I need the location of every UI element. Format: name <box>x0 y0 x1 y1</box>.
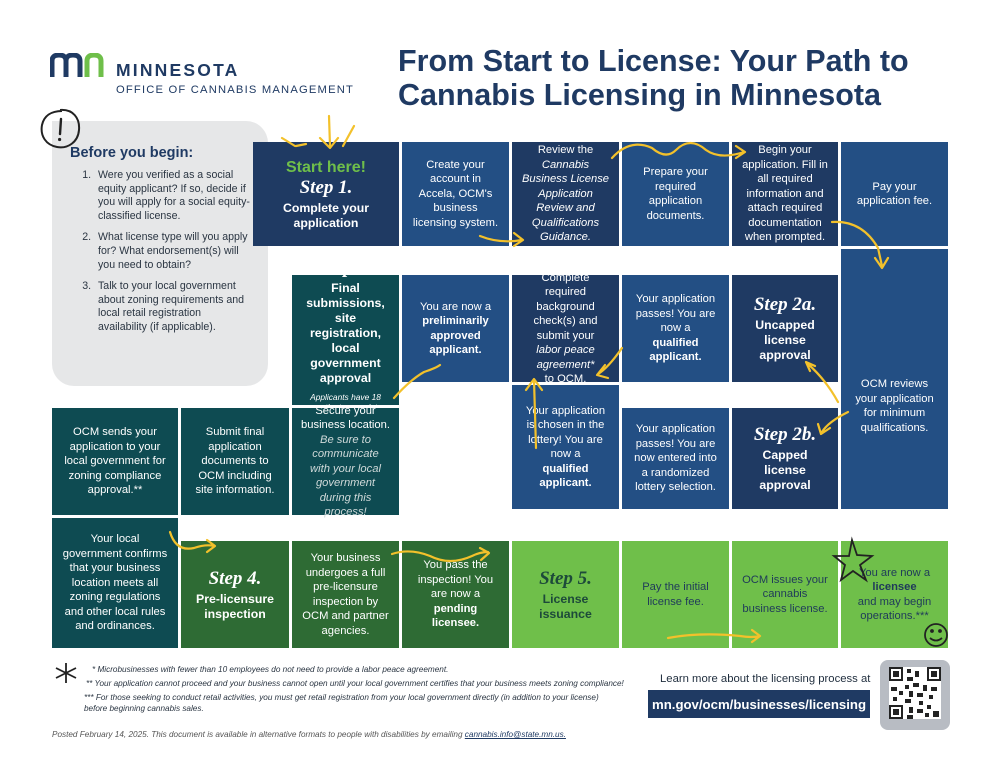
submit-final-tile: Submit final application documents to OC… <box>181 408 289 515</box>
before-item: Were you verified as a social equity app… <box>94 169 252 223</box>
posted-note: Posted February 14, 2025. This document … <box>52 730 566 739</box>
before-item: What license type will you apply for? Wh… <box>94 231 252 272</box>
qualified-status: qualified applicant. <box>649 336 702 364</box>
page-title: From Start to License: Your Path to Cann… <box>398 44 909 112</box>
review-text: Review the <box>537 144 594 157</box>
step5-tile: Step 5. License issuance <box>512 541 619 648</box>
step1-title: Complete your application <box>282 200 370 230</box>
step2b-title: Capped license approval <box>759 448 811 492</box>
licensee-operations-text: and may begin operations.*** <box>857 595 932 623</box>
exclamation-circle-icon <box>37 106 83 157</box>
lottery-entered-text: Your application passes! You are now ent… <box>634 423 717 494</box>
email-link[interactable]: cannabis.info@state.mn.us. <box>464 730 566 739</box>
prelim-status: preliminarily approved applicant. <box>422 315 489 356</box>
ocm-reviews-text: OCM reviews your application for minimum… <box>855 378 934 434</box>
ocm-sends-tile: OCM sends your application to your local… <box>52 408 178 515</box>
before-you-begin-box: Before you begin: Were you verified as a… <box>52 121 268 386</box>
review-guidance-tile: Review the Cannabis Business License App… <box>512 142 619 246</box>
licensee-tile: You are now a licensee and may begin ope… <box>841 541 948 648</box>
submit-final-text: Submit final application documents to OC… <box>195 426 275 497</box>
prepare-documents-text: Prepare your required application docume… <box>643 166 708 222</box>
pass-inspection-tile: You pass the inspection! You are now a p… <box>402 541 509 648</box>
step2b-tile: Step 2b. Capped license approval <box>732 408 838 509</box>
step2a-title: Uncapped license approval <box>755 318 815 362</box>
mn-logo-mark-icon <box>49 52 106 84</box>
before-heading: Before you begin: <box>70 145 194 161</box>
start-here-label: Start here! <box>285 158 367 176</box>
step5-title: License issuance <box>539 591 592 621</box>
pending-licensee-status: pending licensee. <box>431 602 480 630</box>
begin-application-text: Begin your application. Fill in all requ… <box>742 144 828 244</box>
labor-peace-text: labor peace agreement* <box>536 344 595 371</box>
qualified-applicant-tile: Your application passes! You are now a q… <box>622 275 729 382</box>
before-list: Were you verified as a social equity app… <box>70 169 252 335</box>
footnote-2: ** Your application cannot proceed and y… <box>86 679 624 688</box>
asterisk-doodle-icon <box>55 663 77 683</box>
logo-name: MINNESOTA <box>116 60 240 80</box>
ocm-issues-text: OCM issues your cannabis business licens… <box>742 573 828 615</box>
qualified-text: Your application passes! You are now a <box>635 293 716 335</box>
background-check-tile: Complete required background check(s) an… <box>512 272 619 385</box>
pay-license-fee-text: Pay the initial license fee. <box>642 581 709 608</box>
qr-code-icon[interactable] <box>889 667 941 719</box>
step3-title: Final submissions, site registration, lo… <box>306 280 385 385</box>
step4-tile: Step 4. Pre-licensure inspection <box>181 541 289 648</box>
lottery-chosen-tile: Your application is chosen in the lotter… <box>512 385 619 509</box>
lottery-chosen-status: qualified applicant. <box>539 462 592 490</box>
secure-location-note: Be sure to communicate with your local g… <box>310 433 381 519</box>
step3-tile: Step 3. Final submissions, site registra… <box>292 257 399 423</box>
secure-location-tile: Secure your business location. Be sure t… <box>292 405 399 518</box>
review-guidance-text: Cannabis Business License Application Re… <box>521 158 610 244</box>
before-item: Talk to your local government about zoni… <box>94 280 252 334</box>
logo-subtitle: OFFICE OF CANNABIS MANAGEMENT <box>116 84 355 96</box>
step4-label: Step 4. <box>208 567 262 589</box>
local-confirms-text: Your local government confirms that your… <box>62 533 168 633</box>
create-account-tile: Create your account in Accela, OCM's bus… <box>402 142 509 246</box>
licensing-url-link[interactable]: mn.gov/ocm/businesses/licensing <box>648 690 870 718</box>
lottery-entered-tile: Your application passes! You are now ent… <box>622 408 729 509</box>
prelim-text: You are now a <box>419 300 492 313</box>
posted-text: Posted February 14, 2025. This document … <box>52 730 463 739</box>
step4-title: Pre-licensure inspection <box>196 591 274 621</box>
secure-location-text: Secure your business location. <box>301 404 390 432</box>
step5-label: Step 5. <box>539 567 592 589</box>
step1-label: Step 1. <box>299 176 353 198</box>
ocm-issues-tile: OCM issues your cannabis business licens… <box>732 541 838 648</box>
pay-application-fee-tile: Pay your application fee. <box>841 142 948 246</box>
ocm-sends-text: OCM sends your application to your local… <box>64 426 166 497</box>
step1-tile: Start here! Step 1. Complete your applic… <box>253 142 399 246</box>
prepare-documents-tile: Prepare your required application docume… <box>622 142 729 246</box>
step2a-tile: Step 2a. Uncapped license approval <box>732 275 838 382</box>
to-ocm-text: to OCM. <box>544 373 587 385</box>
learn-more-text: Learn more about the licensing process a… <box>660 673 871 685</box>
create-account-text: Create your account in Accela, OCM's bus… <box>412 158 499 229</box>
footnote-1: * Microbusinesses with fewer than 10 emp… <box>92 665 449 674</box>
step2a-label: Step 2a. <box>753 294 817 315</box>
inspection-tile: Your business undergoes a full pre-licen… <box>292 541 399 648</box>
footnote-3: *** For those seeking to conduct retail … <box>84 693 599 713</box>
licensee-status: licensee <box>872 581 917 593</box>
preliminarily-approved-tile: You are now a preliminarily approved app… <box>402 275 509 382</box>
begin-application-tile: Begin your application. Fill in all requ… <box>732 142 838 246</box>
local-confirms-tile: Your local government confirms that your… <box>52 518 178 648</box>
step3-label: Step 3. <box>319 256 372 278</box>
background-check-text: Complete required background check(s) an… <box>533 271 598 342</box>
inspection-text: Your business undergoes a full pre-licen… <box>302 552 389 637</box>
licensee-text: You are now a <box>858 566 931 579</box>
step2b-label: Step 2b. <box>753 424 817 445</box>
pass-inspection-text: You pass the inspection! You are now a <box>417 559 494 601</box>
pay-license-fee-tile: Pay the initial license fee. <box>622 541 729 648</box>
pay-application-fee-text: Pay your application fee. <box>856 180 933 208</box>
ocm-reviews-tile: OCM reviews your application for minimum… <box>841 249 948 509</box>
lottery-chosen-text: Your application is chosen in the lotter… <box>525 404 606 461</box>
